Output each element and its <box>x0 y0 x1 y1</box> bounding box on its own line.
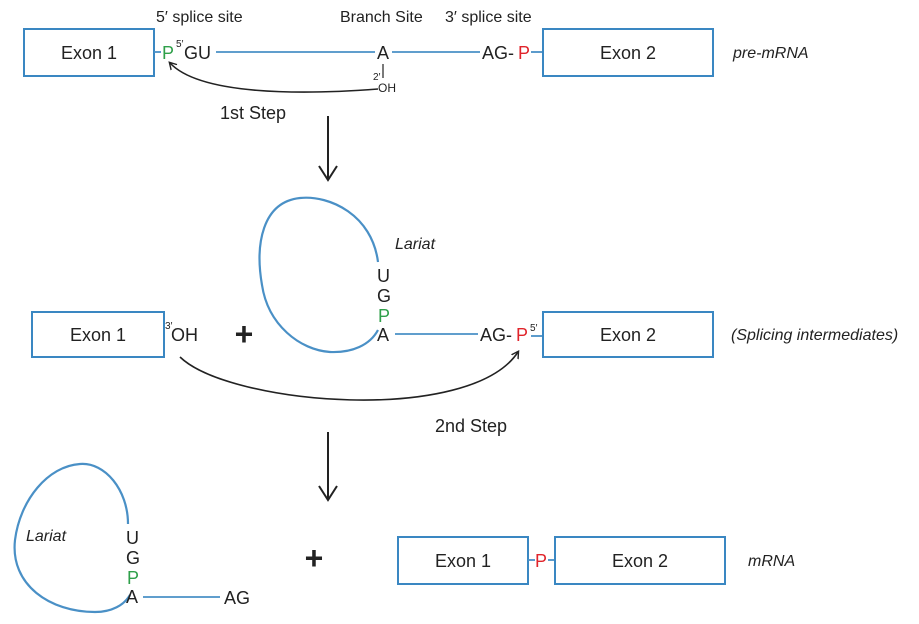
phosphate-3-red: P <box>518 43 530 63</box>
pre-mrna-label: pre-mRNA <box>732 45 809 62</box>
mrna-label: mRNA <box>748 553 795 570</box>
down-arrow-2-head <box>318 485 338 502</box>
plus-sign-1: + <box>235 316 254 352</box>
exon2-label: Exon 2 <box>600 43 656 63</box>
first-step-label: 1st Step <box>220 103 286 123</box>
mrna-phosphate-red: P <box>535 551 547 571</box>
label-5-splice-site: 5′ splice site <box>156 9 243 26</box>
row-splicing-intermediates: Exon 1 3′ OH + Lariat U G P A AG- P 5′ E… <box>31 196 898 436</box>
lariat-label: Lariat <box>395 236 436 253</box>
lariat-g: G <box>377 286 391 306</box>
product-lariat-a: A <box>126 587 138 607</box>
superscript-3-prime: 3′ <box>165 321 173 332</box>
mrna-exon1-box <box>397 536 529 585</box>
superscript-5-prime: 5′ <box>176 39 184 50</box>
exon1-box-intermediate <box>31 311 165 358</box>
product-lariat-g: G <box>126 548 140 568</box>
branch-hydroxyl: OH <box>378 81 396 95</box>
product-lariat-phosphate-green: P <box>127 568 139 588</box>
exon2-box-intermediate <box>542 311 714 358</box>
row-pre-mrna: 5′ splice site Branch Site 3′ splice sit… <box>23 9 809 123</box>
exon2-box <box>542 28 714 77</box>
branch-site-a: A <box>377 43 389 63</box>
gu-dinucleotide: GU <box>184 43 211 63</box>
down-arrow-1-head <box>318 165 338 182</box>
second-step-arrow <box>179 352 518 401</box>
splicing-intermediates-label: (Splicing intermediates) <box>731 327 898 344</box>
plus-sign-2: + <box>305 540 324 576</box>
ag-dinucleotide: AG- <box>482 43 514 63</box>
intermediate-ag: AG- <box>480 325 512 345</box>
exon1-label-intermediate: Exon 1 <box>70 325 126 345</box>
label-3-splice-site: 3′ splice site <box>445 9 532 26</box>
product-ag: AG <box>224 588 250 608</box>
lariat-phosphate-green: P <box>378 306 390 326</box>
superscript-2-prime: 2′ <box>373 72 381 83</box>
row-products: Lariat U G P A AG + Exon 1 P Exon 2 mRNA <box>13 462 795 614</box>
label-branch-site: Branch Site <box>340 9 423 26</box>
intermediate-superscript-5-prime: 5′ <box>530 323 538 334</box>
product-lariat-loop <box>13 462 131 614</box>
second-step-label: 2nd Step <box>435 416 507 436</box>
lariat-loop <box>258 196 380 354</box>
product-lariat-label: Lariat <box>26 528 67 545</box>
lariat-u: U <box>377 266 390 286</box>
exon1-hydroxyl: OH <box>171 325 198 345</box>
first-step-arrow <box>170 63 379 93</box>
phosphate-5-green: P <box>162 43 174 63</box>
exon2-label-intermediate: Exon 2 <box>600 325 656 345</box>
exon1-label: Exon 1 <box>61 43 117 63</box>
mrna-exon2-box <box>554 536 726 585</box>
exon1-box <box>23 28 155 77</box>
intermediate-phosphate-red: P <box>516 325 528 345</box>
mrna-exon2-label: Exon 2 <box>612 551 668 571</box>
mrna-exon1-label: Exon 1 <box>435 551 491 571</box>
product-lariat-u: U <box>126 528 139 548</box>
lariat-a: A <box>377 325 389 345</box>
